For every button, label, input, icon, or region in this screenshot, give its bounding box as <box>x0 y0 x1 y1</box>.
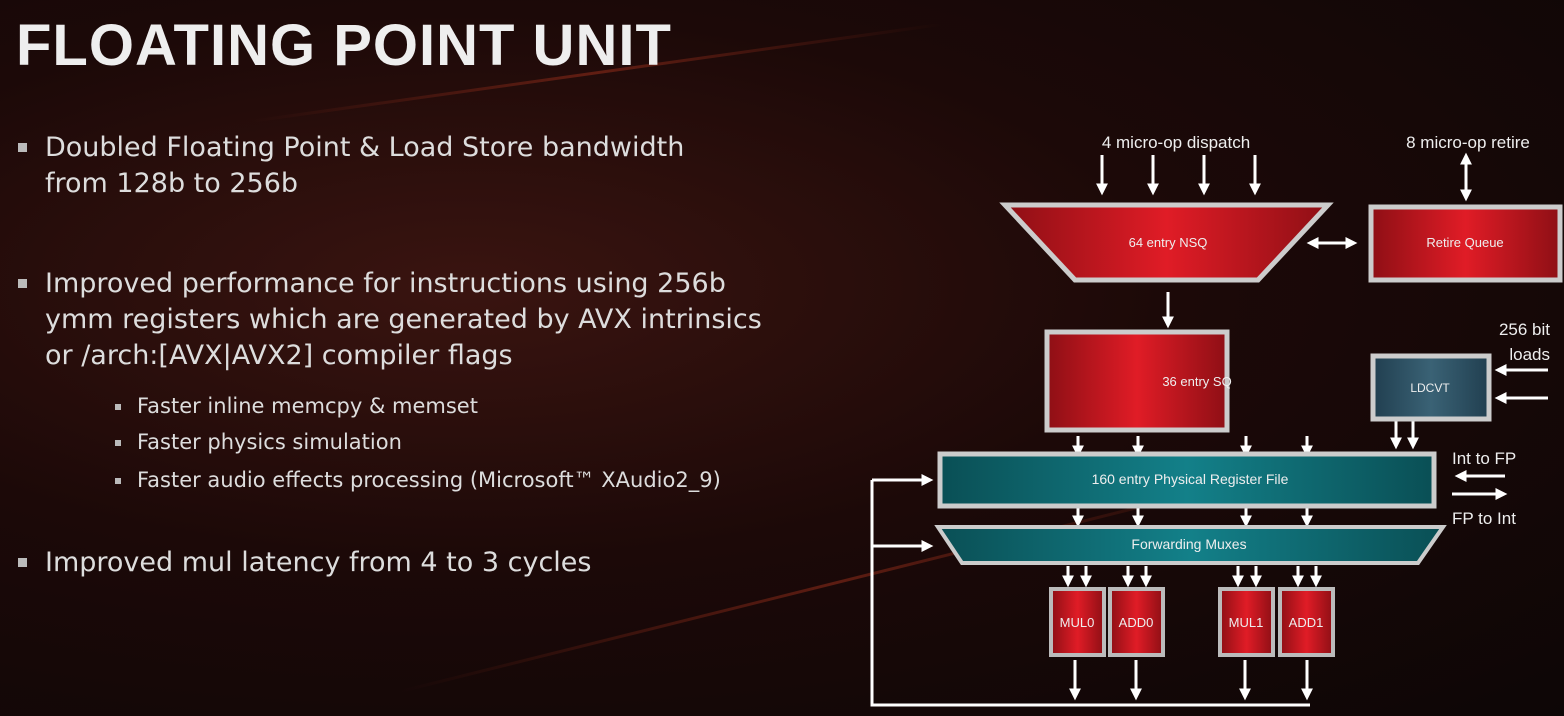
bullet: Improved performance for instructions us… <box>18 266 778 374</box>
page-title: FLOATING POINT UNIT <box>16 13 672 78</box>
bullet: Improved mul latency from 4 to 3 cycles <box>18 545 591 581</box>
add1-block <box>1278 587 1335 657</box>
bullet-square-icon <box>18 143 27 152</box>
mul0-label: MUL0 <box>1060 615 1095 630</box>
retire-label: 8 micro-op retire <box>1406 133 1530 152</box>
mul0-block <box>1049 587 1106 657</box>
sub-bullet: Faster audio effects processing (Microso… <box>115 466 721 494</box>
arrows <box>872 152 1548 701</box>
int-to-fp-label: Int to FP <box>1452 449 1516 468</box>
bullet: Doubled Floating Point & Load Store band… <box>18 130 718 202</box>
bullet-square-icon <box>18 558 27 567</box>
add1-label: ADD1 <box>1289 615 1324 630</box>
retire-queue-block <box>1368 204 1563 283</box>
prf-block <box>937 451 1437 509</box>
feedback-line <box>870 480 1310 707</box>
sub-bullet: Faster inline memcpy & memset <box>115 392 478 420</box>
sub-bullet: Faster physics simulation <box>115 428 402 456</box>
nsq-label: 64 entry NSQ <box>1129 235 1208 250</box>
bullet-square-icon <box>115 440 121 446</box>
nsq-block <box>999 202 1334 283</box>
bullet-square-icon <box>115 478 121 484</box>
fp-to-int-label: FP to Int <box>1452 509 1516 528</box>
forwarding-muxes-block <box>934 525 1447 565</box>
sq-block <box>1044 329 1230 433</box>
bullet-square-icon <box>18 279 27 288</box>
mul1-block <box>1218 587 1275 657</box>
muxes-label: Forwarding Muxes <box>1131 536 1246 552</box>
ldcvt-block <box>1370 353 1492 422</box>
add0-label: ADD0 <box>1119 615 1154 630</box>
dispatch-label: 4 micro-op dispatch <box>1102 133 1250 152</box>
sq-label: 36 entry SQ <box>1162 374 1231 389</box>
loads-label: loads <box>1509 345 1550 364</box>
mul1-label: MUL1 <box>1229 615 1264 630</box>
retire-queue-label: Retire Queue <box>1426 235 1503 250</box>
prf-label: 160 entry Physical Register File <box>1092 471 1289 487</box>
bullet-square-icon <box>115 404 121 410</box>
add0-block <box>1108 587 1165 657</box>
loads-label: 256 bit <box>1499 320 1550 339</box>
ldcvt-label: LDCVT <box>1410 381 1450 395</box>
